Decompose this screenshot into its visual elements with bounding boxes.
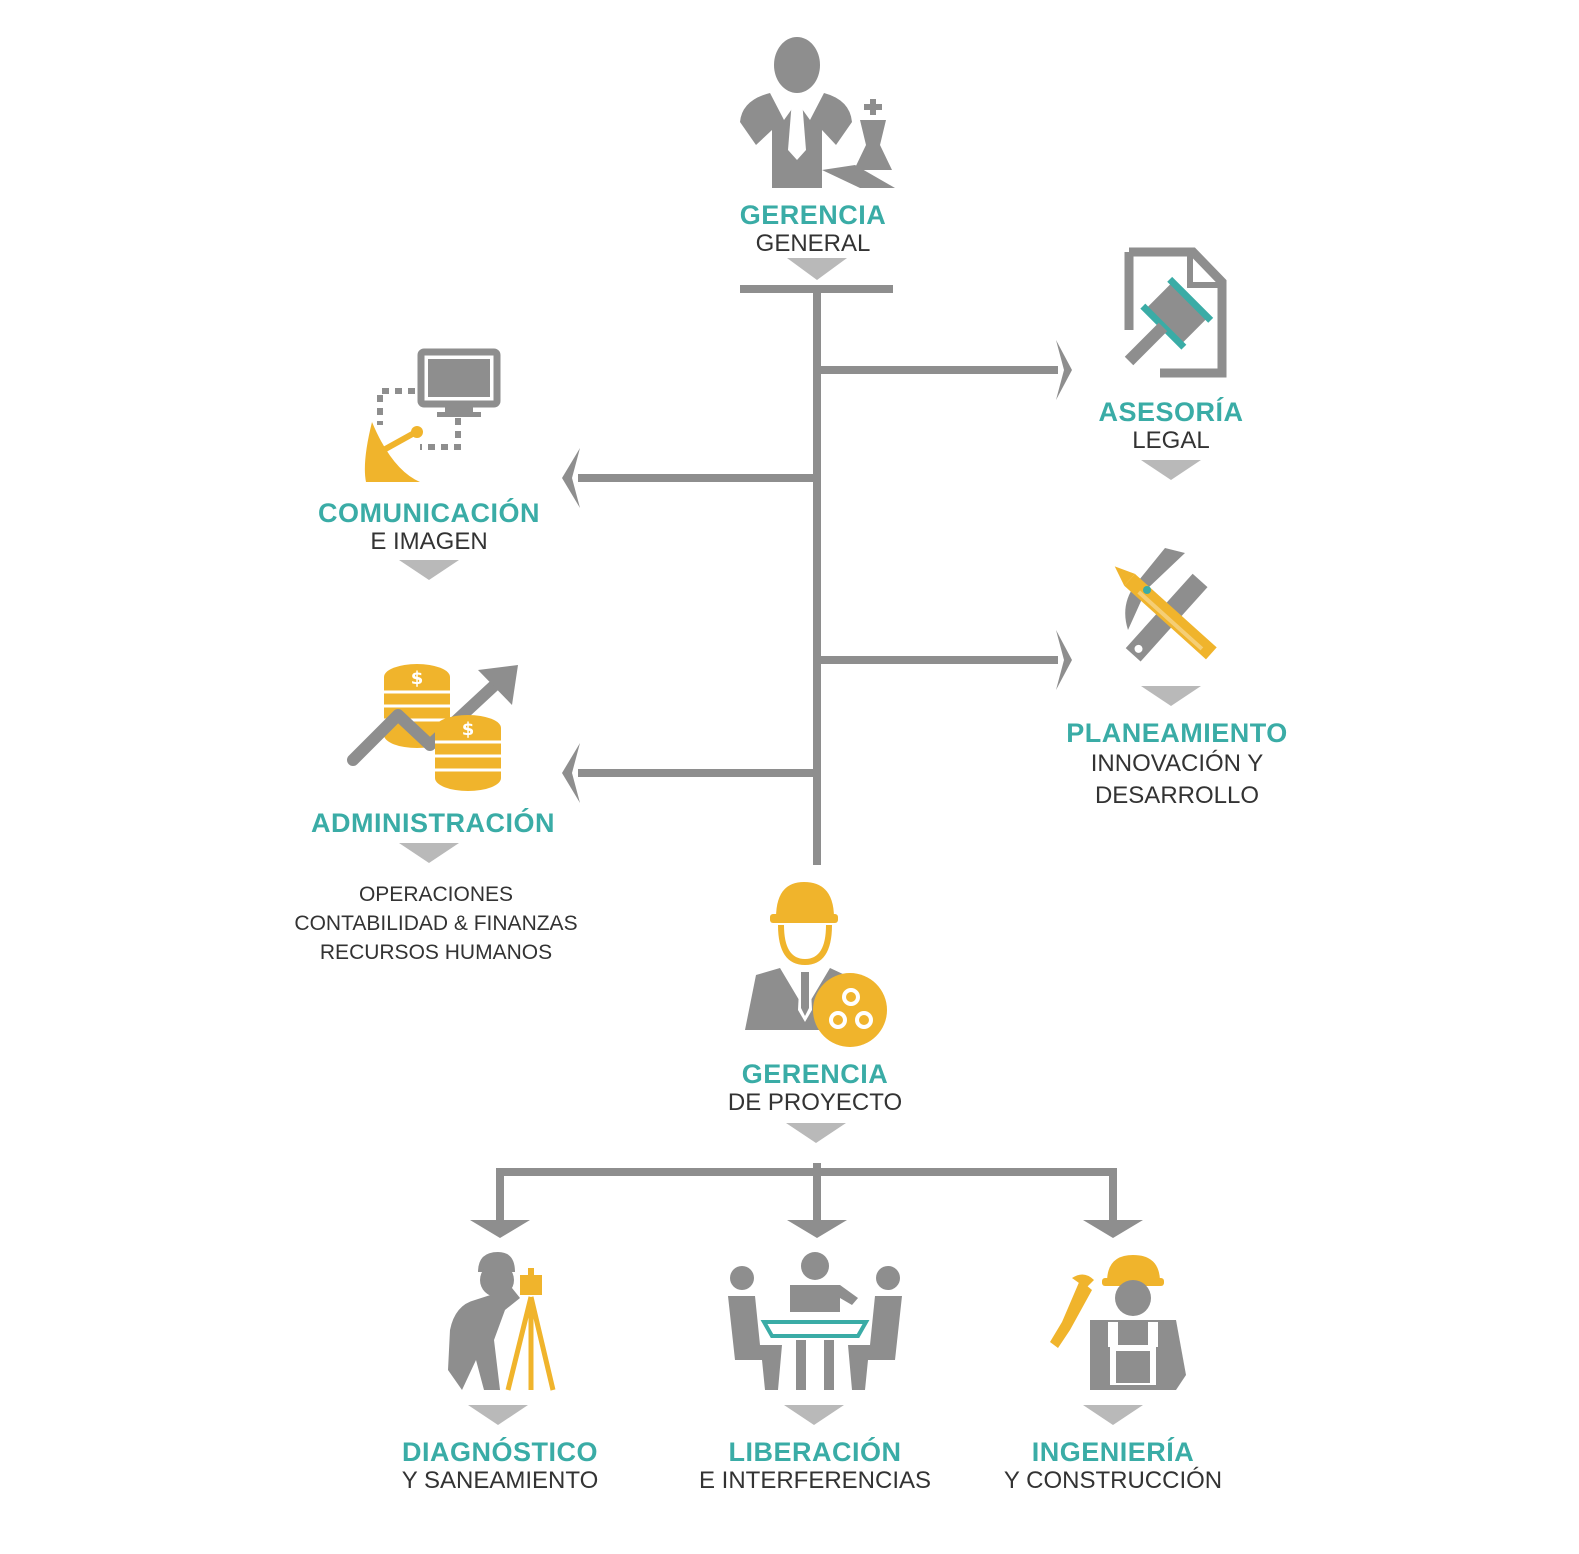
node-liberacion: LIBERACIÓN E INTERFERENCIAS	[699, 1437, 931, 1495]
node-title: DIAGNÓSTICO	[401, 1437, 598, 1467]
list-item: RECURSOS HUMANOS	[319, 941, 553, 964]
arrowheads	[470, 340, 1143, 1238]
node-title: ASESORÍA	[1098, 397, 1244, 427]
engineer-gears-icon	[745, 882, 887, 1047]
node-gerencia-general: GERENCIA GENERAL	[740, 200, 887, 258]
node-ingenieria: INGENIERÍA Y CONSTRUCCIÓN	[1004, 1437, 1222, 1495]
arrow-down-diagnostico	[470, 1220, 530, 1238]
node-planeamiento: PLANEAMIENTO INNOVACIÓN Y DESARROLLO	[1066, 718, 1288, 812]
node-subtitle: Y CONSTRUCCIÓN	[1003, 1467, 1223, 1494]
node-comunicacion: COMUNICACIÓN E IMAGEN	[318, 498, 540, 556]
node-subtitle: E INTERFERENCIAS	[698, 1467, 932, 1494]
node-administracion: ADMINISTRACIÓN	[311, 808, 555, 838]
node-asesoria-legal: ASESORÍA LEGAL	[1098, 397, 1243, 455]
connectors	[496, 285, 1117, 1222]
hammer-pencil-icon	[1114, 548, 1217, 662]
node-title: INGENIERÍA	[1031, 1437, 1195, 1467]
node-title: GERENCIA	[739, 200, 887, 230]
svg-text:$: $	[462, 719, 475, 740]
node-title: GERENCIA	[741, 1059, 889, 1089]
satellite-monitor-icon	[364, 348, 501, 482]
node-subtitle: LEGAL	[1132, 427, 1210, 454]
node-gerencia-proyecto: GERENCIA DE PROYECTO	[728, 1059, 902, 1117]
node-subtitle: GENERAL	[755, 230, 871, 257]
legal-document-gavel-icon	[1124, 247, 1227, 378]
node-subtitle: E IMAGEN	[370, 528, 488, 555]
arrow-right-asesoria	[1056, 340, 1072, 400]
list-item: OPERACIONES	[358, 883, 514, 906]
node-subtitle: DESARROLLO	[1094, 782, 1260, 809]
node-subtitle: Y SANEAMIENTO	[401, 1467, 599, 1494]
node-title: COMUNICACIÓN	[318, 498, 540, 528]
node-subtitle: DE PROYECTO	[727, 1089, 903, 1116]
node-subtitle: INNOVACIÓN Y	[1090, 750, 1264, 777]
executive-chess-icon	[740, 37, 895, 188]
svg-text:$: $	[411, 668, 424, 689]
label-chevrons	[399, 258, 1201, 1425]
meeting-table-icon	[728, 1252, 902, 1390]
node-diagnostico: DIAGNÓSTICO Y SANEAMIENTO	[402, 1437, 599, 1495]
list-item: CONTABILIDAD & FINANZAS	[294, 912, 578, 935]
coins-growth-icon: $ $	[347, 664, 518, 791]
node-title: PLANEAMIENTO	[1066, 718, 1288, 748]
construction-worker-icon	[1050, 1255, 1186, 1390]
node-title: ADMINISTRACIÓN	[311, 808, 555, 838]
arrow-left-administracion	[562, 743, 580, 803]
arrow-left-comunicacion	[562, 448, 580, 508]
arrow-down-ingenieria	[1083, 1220, 1143, 1238]
administracion-items: OPERACIONES CONTABILIDAD & FINANZAS RECU…	[294, 880, 577, 967]
surveyor-icon	[448, 1252, 556, 1391]
arrow-down-liberacion	[787, 1220, 847, 1238]
arrow-right-planeamiento	[1056, 630, 1072, 690]
node-title: LIBERACIÓN	[728, 1437, 902, 1467]
